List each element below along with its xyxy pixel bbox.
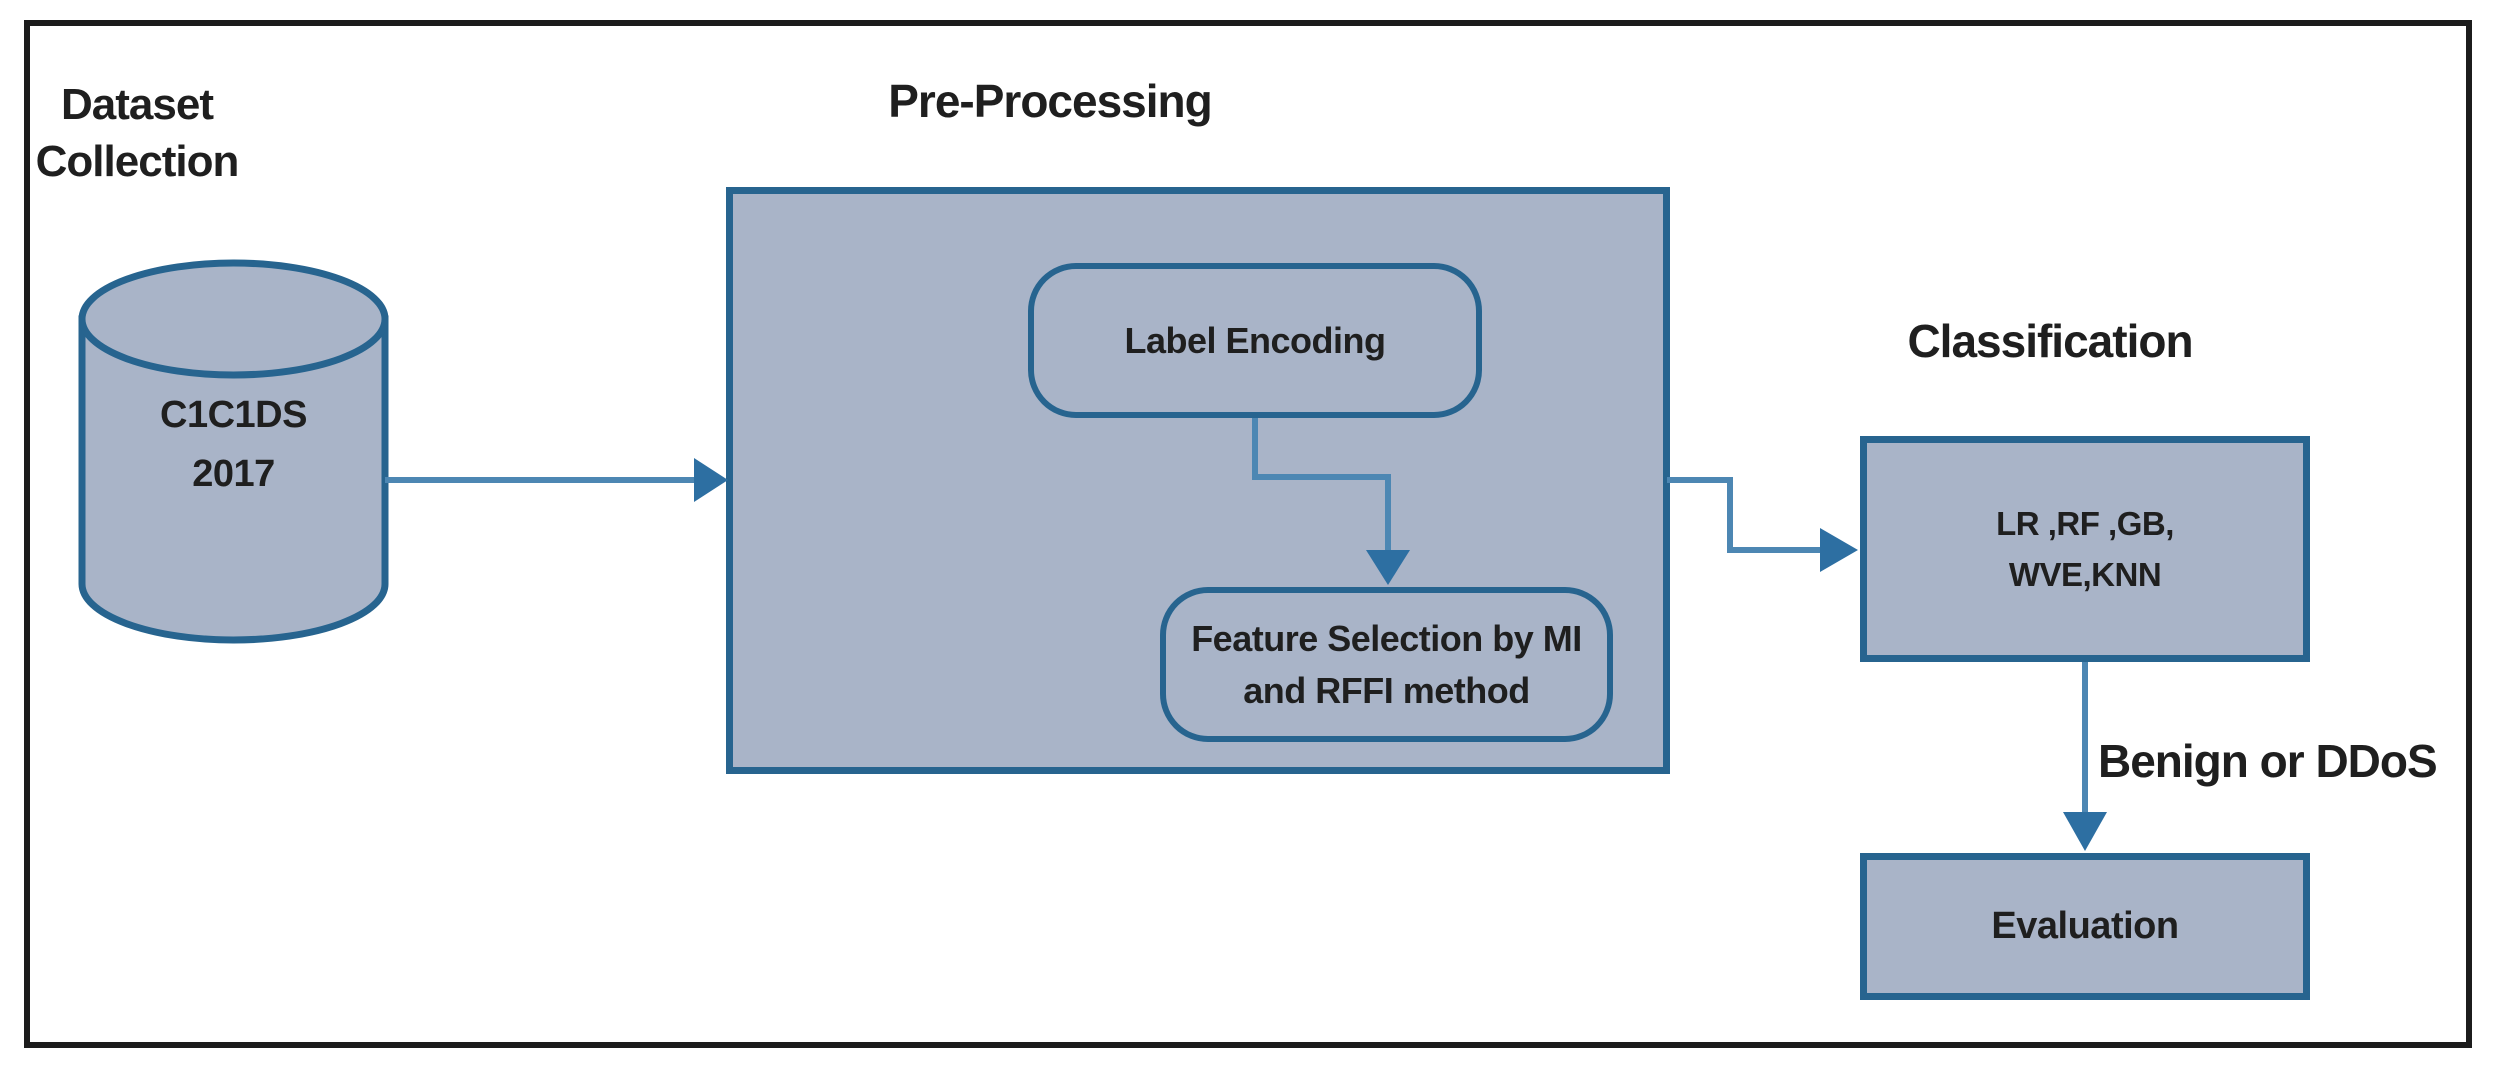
cylinder-body bbox=[78, 315, 389, 644]
arrow-dataset-to-preprocessing bbox=[385, 458, 728, 502]
classifiers-text: LR ,RF ,GB, WVE,KNN bbox=[1996, 504, 2174, 593]
arrow-classification-to-evaluation bbox=[2063, 662, 2107, 851]
feature-selection-text: Feature Selection by MI and RFFI method bbox=[1191, 618, 1582, 711]
dataset-cylinder-label: C1C1DS 2017 bbox=[160, 394, 307, 495]
arrow-labelencoding-to-featureselection bbox=[1252, 415, 1410, 585]
evaluation-text: Evaluation bbox=[1991, 904, 2179, 947]
arrow-preprocessing-to-classification bbox=[1667, 477, 1858, 572]
cylinder-top bbox=[78, 259, 389, 379]
dataset-cylinder-shape bbox=[78, 259, 389, 644]
dataset-collection-title: Dataset Collection bbox=[35, 80, 240, 187]
feature-selection-node: Feature Selection by MI and RFFI method bbox=[1160, 587, 1613, 742]
label-encoding-node: Label Encoding bbox=[1028, 263, 1482, 418]
classification-output-label: Benign or DDoS bbox=[2098, 735, 2438, 787]
classification-node: LR ,RF ,GB, WVE,KNN bbox=[1860, 436, 2310, 662]
classification-title: Classification bbox=[1907, 315, 2193, 367]
evaluation-node: Evaluation bbox=[1860, 853, 2310, 1000]
diagram-border bbox=[24, 20, 2472, 1048]
label-encoding-text: Label Encoding bbox=[1124, 319, 1386, 361]
preprocessing-title: Pre-Processing bbox=[888, 75, 1212, 127]
